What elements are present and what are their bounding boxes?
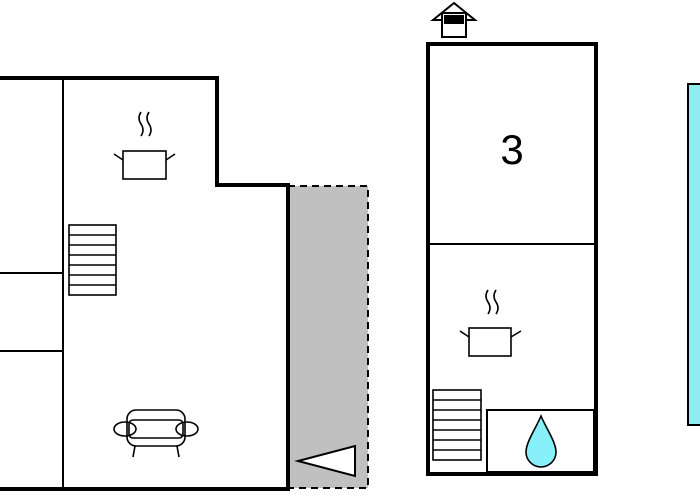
house-entrance-icon [430, 1, 478, 38]
cooking-pot-icon [113, 111, 176, 180]
water-drop-icon [525, 413, 557, 468]
terrace [287, 185, 369, 489]
sofa-icon [113, 409, 199, 458]
stairs-icon [68, 224, 117, 296]
cooking-pot-icon [459, 289, 522, 357]
pool [687, 83, 700, 426]
bathroom [486, 409, 595, 473]
room-label: 3 [500, 126, 523, 173]
entrance-arrow-icon [294, 444, 356, 478]
left-floor-outer-wall [0, 76, 290, 491]
left-floor [0, 76, 369, 491]
middle-floor: 3 [426, 1, 598, 476]
stairs-icon [432, 389, 482, 461]
middle-floor-outer-wall [426, 42, 598, 476]
